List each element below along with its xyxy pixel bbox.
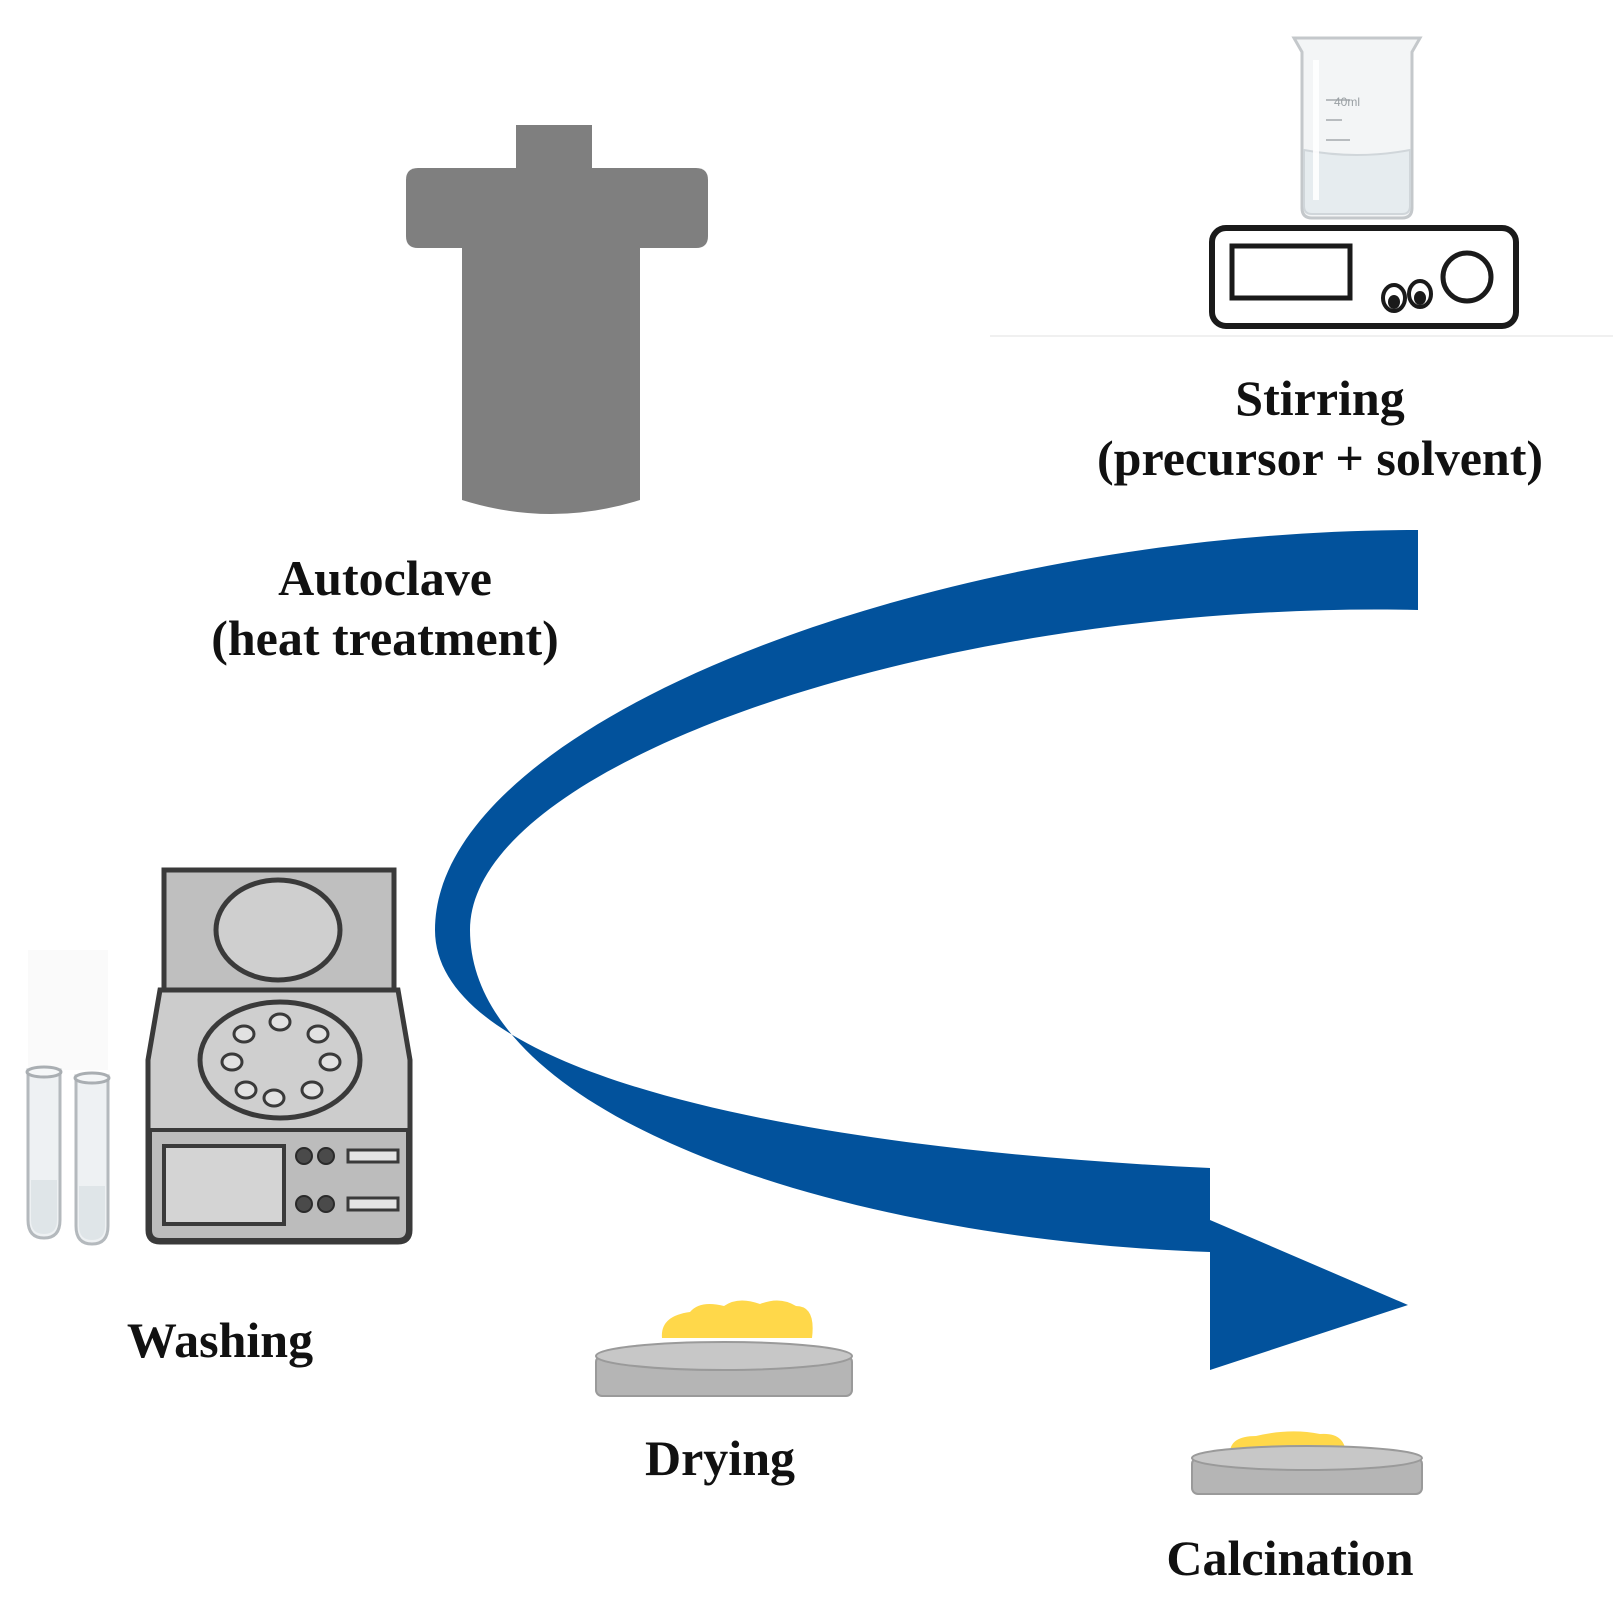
beaker-volume-mark: 40ml <box>1334 95 1360 109</box>
stirring-title: Stirring <box>1235 370 1405 426</box>
washing-title: Washing <box>126 1312 314 1368</box>
stirrer-plate-icon <box>1209 225 1519 329</box>
test-tubes-icon <box>25 950 111 1246</box>
drying-label: Drying <box>600 1428 840 1488</box>
calcination-dish-icon <box>1191 1431 1423 1495</box>
autoclave-icon <box>406 125 708 514</box>
beaker-on-stirrer-icon: 40ml <box>1209 36 1519 329</box>
washing-label: Washing <box>80 1310 360 1370</box>
calcination-label: Calcination <box>1120 1528 1460 1588</box>
process-arrow <box>435 530 1418 1370</box>
stirring-subtitle: (precursor + solvent) <box>1096 430 1544 486</box>
drying-dish-icon <box>595 1300 853 1397</box>
autoclave-title: Autoclave <box>278 550 492 606</box>
autoclave-label: Autoclave (heat treatment) <box>150 548 620 668</box>
autoclave-subtitle: (heat treatment) <box>211 610 559 666</box>
centrifuge-icon <box>145 867 413 1245</box>
beaker-icon: 40ml <box>1291 36 1423 220</box>
stirring-label: Stirring (precursor + solvent) <box>1040 368 1600 488</box>
drying-title: Drying <box>645 1430 795 1486</box>
calcination-title: Calcination <box>1166 1530 1414 1586</box>
